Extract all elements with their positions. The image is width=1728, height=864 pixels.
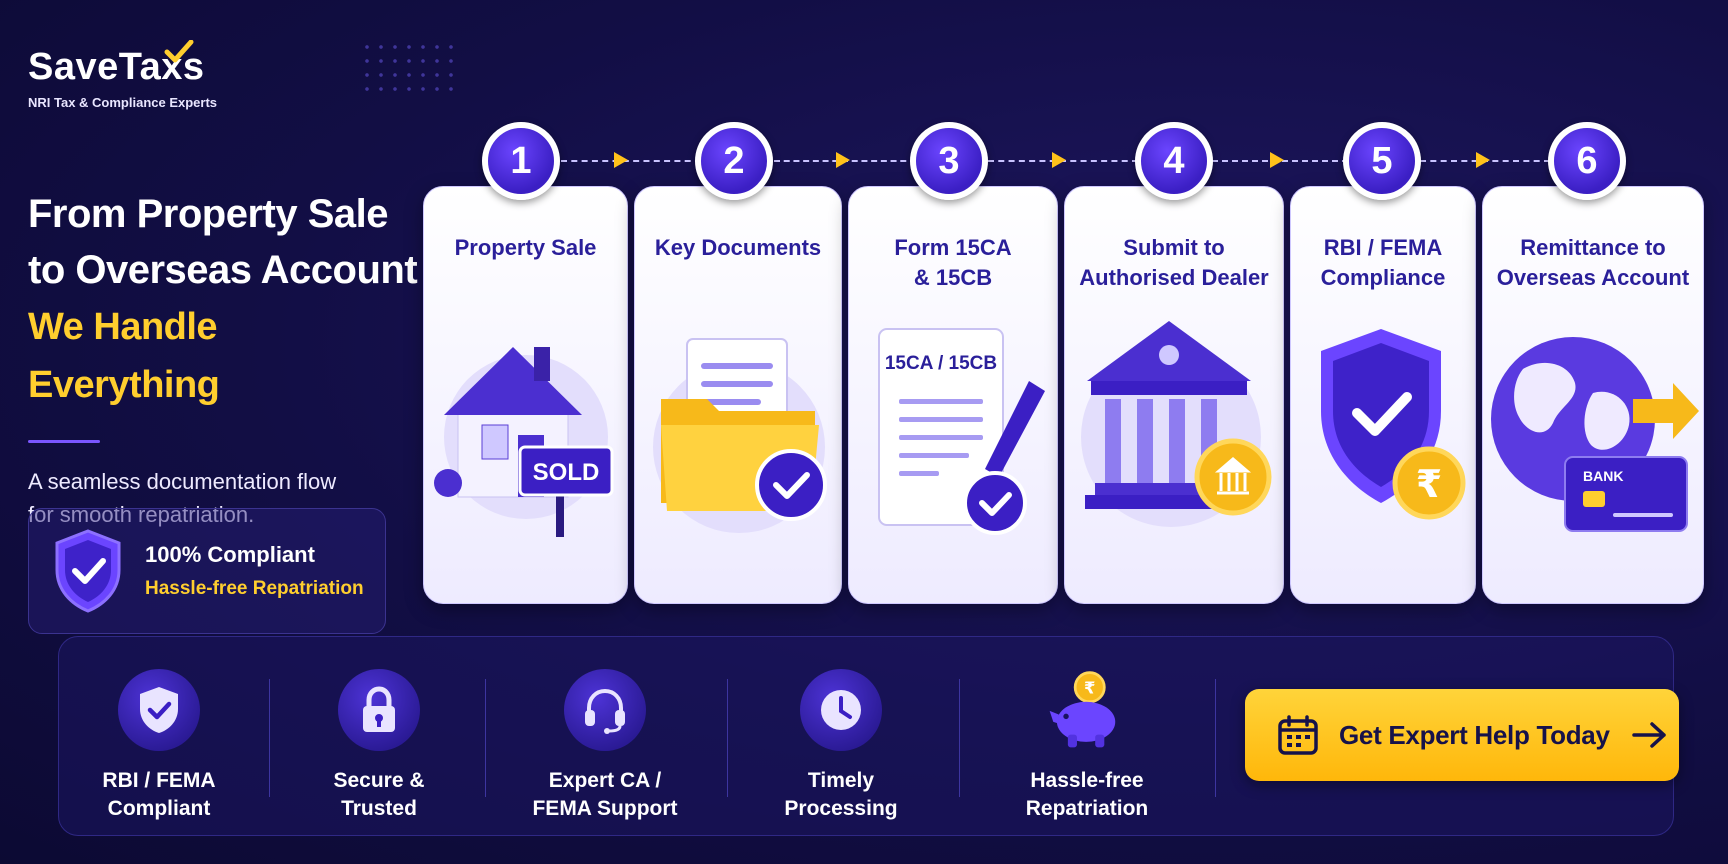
arrow-right-icon [1631, 722, 1666, 748]
feature-label-line-1: Hassle-free [1030, 769, 1144, 792]
feature-divider [269, 679, 270, 797]
brand-tagline: NRI Tax & Compliance Experts [28, 95, 218, 110]
feature-label-line-2: Compliant [107, 797, 211, 820]
feature-label-line-1: Timely [807, 769, 875, 792]
step-title-line-2: Overseas Account [1496, 265, 1690, 290]
step-number-2: 2 [695, 122, 773, 200]
sold-sign-text: SOLD [533, 459, 600, 486]
step-number-1: 1 [482, 122, 560, 200]
feature-label-line-2: Processing [784, 797, 898, 820]
rupee-icon: ₹ [1416, 462, 1442, 506]
step-title-line-2: Authorised Dealer [1079, 265, 1269, 290]
decorative-dot-grid [360, 40, 456, 100]
step-title: RBI / FEMA Compliance [1291, 233, 1475, 293]
calendar-icon [1278, 715, 1318, 755]
step-title: Property Sale [424, 233, 627, 263]
compliance-subtitle: Hassle-free Repatriation [145, 578, 364, 599]
feature-timely-processing: Timely Processing [741, 669, 941, 823]
brand-check-icon [164, 40, 194, 63]
step-card-6: Remittance to Overseas Account BANK [1482, 186, 1704, 604]
compliance-title: 100% Compliant [145, 542, 315, 567]
hero-line-2: to Overseas Account [28, 248, 418, 292]
shield-rupee-icon: ₹ [1321, 329, 1466, 520]
step-title-line-1: Property Sale [454, 235, 597, 260]
hero-description-line-1: A seamless documentation flow [28, 469, 337, 494]
clock-icon [800, 669, 882, 751]
step-title: Submit to Authorised Dealer [1065, 233, 1283, 293]
step-title-line-1: Form 15CA [894, 235, 1012, 260]
arrow-right-icon [836, 152, 850, 168]
step-title: Key Documents [635, 233, 841, 263]
feature-label-line-2: Trusted [341, 797, 417, 820]
form-document-text: 15CA / 15CB [885, 353, 997, 374]
shield-check-icon [118, 669, 200, 751]
brand-logo: SaveTaxs NRI Tax & Compliance Experts [28, 40, 218, 110]
feature-rbi-fema-compliant: RBI / FEMA Compliant [59, 669, 259, 823]
step-number-4: 4 [1135, 122, 1213, 200]
feature-label-line-2: FEMA Support [532, 797, 678, 820]
get-expert-help-button[interactable]: Get Expert Help Today [1245, 689, 1679, 781]
feature-label-line-1: Expert CA / [548, 769, 662, 792]
feature-divider [485, 679, 486, 797]
step-title-line-2: Compliance [1320, 265, 1446, 290]
bank-card-text: BANK [1583, 468, 1623, 484]
step-title-line-2: & 15CB [913, 265, 993, 290]
hero-section: From Property Sale to Overseas Account W… [28, 186, 418, 531]
shield-check-icon [55, 529, 121, 613]
feature-label-line-1: Secure & [333, 769, 425, 792]
step-title: Form 15CA & 15CB [849, 233, 1057, 293]
globe-bank-card-icon: BANK [1491, 337, 1699, 532]
house-sold-icon: SOLD [434, 347, 614, 537]
step-card-1: Property Sale SOLD [423, 186, 628, 604]
compliance-badge: 100% Compliant Hassle-free Repatriation [28, 508, 386, 634]
step-title-line-1: Remittance to [1520, 235, 1666, 260]
feature-hassle-free-repatriation: ₹ Hassle-free Repatriation [987, 669, 1187, 823]
cta-label: Get Expert Help Today [1339, 719, 1610, 750]
feature-label-line-1: RBI / FEMA [102, 769, 216, 792]
headset-icon [564, 669, 646, 751]
feature-divider [1215, 679, 1216, 797]
step-card-2: Key Documents [634, 186, 842, 604]
step-title-line-1: Key Documents [654, 235, 822, 260]
hero-line-1: From Property Sale [28, 192, 389, 236]
arrow-right-icon [614, 152, 628, 168]
feature-secure-trusted: Secure & Trusted [279, 669, 479, 823]
step-number-6: 6 [1548, 122, 1626, 200]
feature-label-line-2: Repatriation [1025, 797, 1149, 820]
feature-expert-support: Expert CA / FEMA Support [505, 669, 705, 823]
step-connector [561, 160, 701, 162]
arrow-right-icon [1476, 152, 1490, 168]
step-number-5: 5 [1343, 122, 1421, 200]
arrow-right-icon [1270, 152, 1284, 168]
lock-icon [338, 669, 420, 751]
step-title: Remittance to Overseas Account [1483, 233, 1703, 293]
form-document-icon: 15CA / 15CB [878, 328, 1045, 535]
hero-description-line-2: for smooth repatriation. [28, 502, 255, 527]
hero-divider [28, 440, 100, 443]
folder-documents-icon [653, 338, 827, 533]
piggy-bank-icon: ₹ [1046, 669, 1128, 751]
feature-divider [727, 679, 728, 797]
rupee-icon: ₹ [1084, 679, 1095, 698]
step-card-4: Submit to Authorised Dealer [1064, 186, 1284, 604]
bank-building-icon [1081, 321, 1272, 527]
brand-name: SaveTaxs [28, 46, 205, 88]
hero-highlight: We Handle Everything [28, 306, 220, 406]
arrow-right-icon [1052, 152, 1066, 168]
step-title-line-1: RBI / FEMA [1323, 235, 1443, 260]
step-title-line-1: Submit to [1123, 235, 1225, 260]
feature-divider [959, 679, 960, 797]
step-card-3: Form 15CA & 15CB 15CA / 15CB [848, 186, 1058, 604]
step-card-5: RBI / FEMA Compliance ₹ [1290, 186, 1476, 604]
hero-description: A seamless documentation flow for smooth… [28, 465, 418, 531]
step-number-3: 3 [910, 122, 988, 200]
